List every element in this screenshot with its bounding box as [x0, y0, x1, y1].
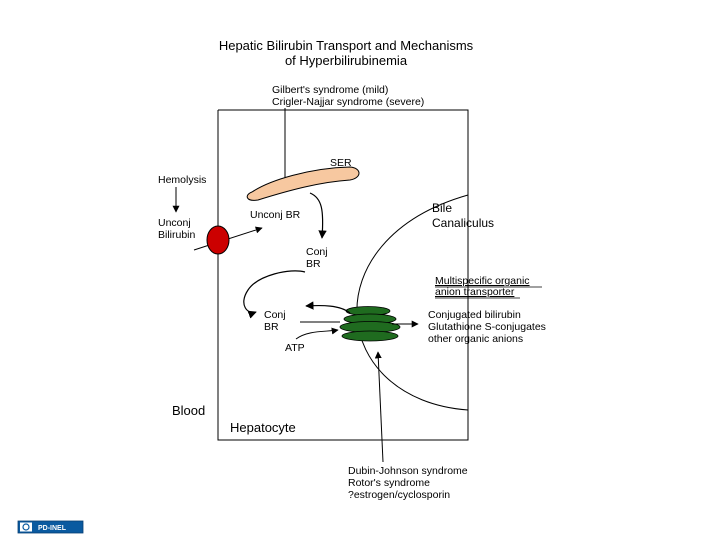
- uptake-carrier: [206, 225, 230, 255]
- ser-label: SER: [330, 157, 352, 169]
- ser-organelle: [246, 166, 360, 201]
- badge-label: PD-INEL: [38, 525, 67, 532]
- blood-label: Blood: [172, 403, 205, 418]
- transporter-line-1: Multispecific organic: [435, 275, 530, 287]
- return-arrow: [305, 301, 351, 314]
- unconj-bilirubin-line-2: Bilirubin: [158, 229, 196, 241]
- title-line-2: of Hyperbilirubinemia: [285, 53, 408, 68]
- products-line-2: Glutathione S-conjugates: [428, 321, 546, 333]
- bottom-note-line-3: ?estrogen/cyclosporin: [348, 489, 450, 501]
- conjugation-arrow: [309, 192, 327, 239]
- products-line-1: Conjugated bilirubin: [428, 309, 521, 321]
- transporter-line-2: anion transporter: [435, 286, 515, 298]
- unconj-br-label: Unconj BR: [250, 209, 301, 221]
- copyleft-icon: [22, 523, 30, 531]
- bile-canaliculus-line-1: Bile: [432, 201, 452, 215]
- pd-inel-badge: PD-INEL: [17, 520, 84, 534]
- top-note-line-1: Gilbert's syndrome (mild): [272, 84, 388, 96]
- conj-br-upper-line-1: Conj: [306, 246, 328, 258]
- top-note-line-2: Crigler-Najjar syndrome (severe): [272, 96, 424, 108]
- hemolysis-label: Hemolysis: [158, 174, 206, 186]
- atp-label: ATP: [285, 342, 305, 354]
- bottom-note-line-1: Dubin-Johnson syndrome: [348, 465, 468, 477]
- conj-br-lower-line-2: BR: [264, 321, 279, 333]
- hepatocyte-label: Hepatocyte: [230, 420, 296, 435]
- conj-br-upper-line-2: BR: [306, 258, 321, 270]
- bile-canaliculus-line-2: Canaliculus: [432, 216, 494, 230]
- atp-arrow: [295, 327, 339, 340]
- title-line-1: Hepatic Bilirubin Transport and Mechanis…: [219, 38, 474, 53]
- transport-to-membrane-arrow: [243, 270, 306, 319]
- unconj-bilirubin-line-1: Unconj: [158, 217, 191, 229]
- bottom-note-line-2: Rotor's syndrome: [348, 477, 430, 489]
- anion-transporter: [339, 306, 401, 342]
- hepatocyte-outline: [217, 109, 469, 441]
- products-line-3: other organic anions: [428, 333, 523, 345]
- bottom-note-arrow: [374, 351, 384, 463]
- conj-br-lower-line-1: Conj: [264, 309, 286, 321]
